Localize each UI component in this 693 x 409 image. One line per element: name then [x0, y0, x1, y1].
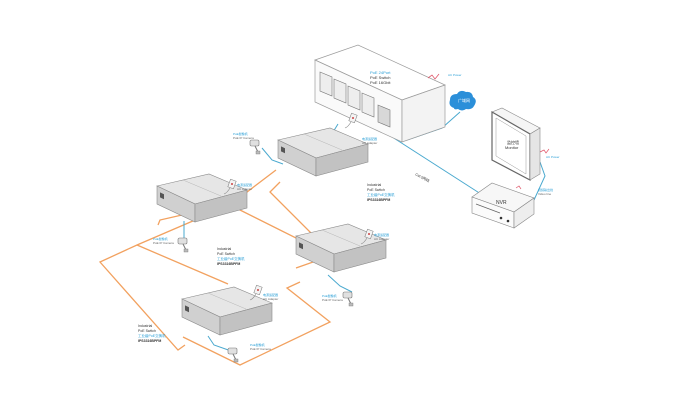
- core-switch-line1: PoE 24Port: [370, 70, 391, 75]
- monitor-icon: [491, 107, 550, 181]
- sw2-line2: PoE Switch: [217, 252, 235, 256]
- sw2-camera-sublabel: PoE IP Camera: [153, 241, 174, 245]
- core-switch-line2: PoE Switch: [370, 75, 390, 80]
- ring-link-c: [182, 281, 332, 366]
- sw1-adapter-label: 电源适配器: [362, 136, 377, 141]
- sw1-camera-sublabel: PoE IP Camera: [233, 136, 254, 140]
- sw2-adapter-label: 电源适配器: [237, 182, 252, 187]
- sw2-camera-label: PoE摄像机: [153, 236, 168, 241]
- nvr-to-monitor: [533, 161, 546, 201]
- sw4-camera-sublabel: PoE IP Camera: [250, 347, 271, 351]
- sw1-line4: IPS3316BPFM: [367, 198, 390, 202]
- sw2-line1: Industrial: [217, 247, 231, 251]
- camera-icon: [342, 291, 354, 307]
- camera-icon: [249, 139, 261, 155]
- nvr-video-label: 视频输出线: [538, 187, 553, 192]
- uplink-label: Cat.5网线: [415, 171, 431, 183]
- sw1-to-camera: [261, 147, 284, 165]
- sw4-camera: [207, 335, 235, 353]
- sw4-adapter-label: 电源适配器: [263, 292, 278, 297]
- monitor-sublabel: Monitor: [505, 145, 519, 150]
- camera-icon: [177, 237, 189, 253]
- monitor-power-label: AC Power: [546, 155, 560, 159]
- sw1-line1: Industrial: [367, 183, 381, 187]
- sw2-adapter-sublabel: AC Adapter: [237, 187, 252, 191]
- core-power-label: AC Power: [448, 73, 462, 77]
- sw3-camera-sublabel: PoE IP Camera: [322, 298, 343, 302]
- nvr-video-sublabel: Video line: [538, 192, 551, 196]
- poe-switch-1: [277, 127, 369, 177]
- sw1-adapter-sublabel: AC Adapter: [362, 141, 377, 145]
- nvr-label: NVR: [496, 200, 507, 206]
- cloud-label: 广域网: [458, 97, 470, 103]
- sw3-adapter-label: 电源适配器: [374, 232, 389, 237]
- sw3-camera: [327, 274, 353, 293]
- core-switch-line3: PoE 16Gbit: [370, 80, 391, 85]
- sw2-line3: 工业级PoE交换机: [217, 256, 245, 261]
- sw4-line2: PoE Switch: [138, 329, 156, 333]
- monitor-label: 监控墙: [507, 139, 519, 145]
- sw2-line4: IPS3316BPFM: [217, 262, 240, 266]
- ring-link-e: [136, 244, 229, 285]
- power-cable-icon: [427, 73, 440, 80]
- cloud-icon: [449, 90, 476, 111]
- nvr-device: [471, 182, 535, 229]
- core-poe-switch: [314, 44, 446, 143]
- sw1-line2: PoE Switch: [367, 188, 385, 192]
- sw4-camera-label: PoE摄像机: [250, 342, 265, 347]
- sw4-line1: Industrial: [138, 324, 152, 328]
- sw4-line4: IPS3316BPFM: [138, 339, 161, 343]
- sw3-adapter-sublabel: AC Adapter: [374, 237, 389, 241]
- sw4-line3: 工业级PoE交换机: [138, 333, 166, 338]
- sw1-line3: 工业级PoE交换机: [367, 192, 395, 197]
- fiber-ring-links: [98, 169, 335, 366]
- sw3-camera-label: PoE摄像机: [322, 293, 337, 298]
- sw1-camera-label: PoE摄像机: [233, 131, 248, 136]
- sw4-adapter-sublabel: AC Adapter: [263, 297, 278, 301]
